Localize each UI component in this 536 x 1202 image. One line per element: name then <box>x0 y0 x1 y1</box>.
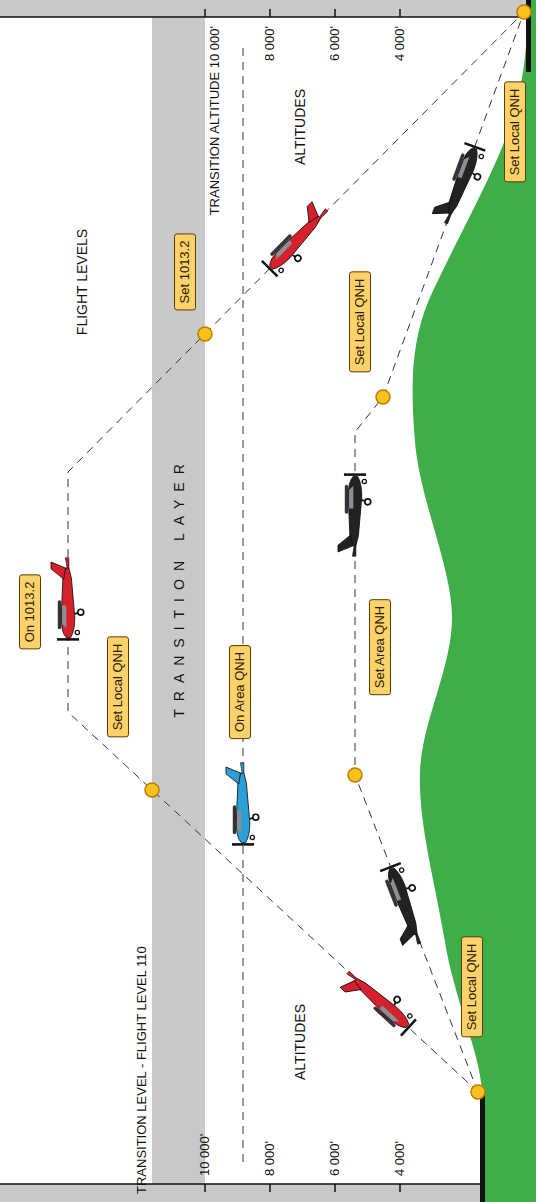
red-plane <box>258 199 339 280</box>
black-plane <box>431 141 490 229</box>
ground-terrain <box>413 0 536 1202</box>
axis-strip <box>0 1184 482 1202</box>
diagram-label: 10 000' <box>197 1134 213 1176</box>
diagram-label: ALTITUDES <box>292 89 308 165</box>
diagram-label: 4 000' <box>392 26 408 61</box>
qnh-callout: Set Local QNH <box>461 937 483 1038</box>
black-plane <box>338 475 371 557</box>
qnh-callout: Set Local QNH <box>349 272 371 373</box>
diagram-label: TRANSITION LAYER <box>171 456 187 718</box>
axis-ticks <box>205 9 400 1192</box>
diagram-label: TRANSITION LEVEL - FLIGHT LEVEL 110 <box>134 946 150 1194</box>
cruise-level-line <box>243 42 244 1162</box>
callout-text: Set Local QNH <box>110 644 126 731</box>
setting-point <box>145 5 531 1099</box>
diagram-label: 8 000' <box>262 26 278 61</box>
transition-layer-band <box>152 0 205 1202</box>
axis-strip <box>0 0 526 17</box>
callout-text: Set 1013.2 <box>177 241 193 304</box>
callout-text: Set Area QNH <box>372 606 388 688</box>
flight-level-route <box>68 12 524 1092</box>
altitude-axis <box>0 16 526 18</box>
callout-text: Set Local QNH <box>464 944 480 1031</box>
diagram-label: 4 000' <box>392 1141 408 1176</box>
diagram-label: TRANSITION ALTITUDE 10 000' <box>207 26 223 215</box>
qnh-callout: Set Area QNH <box>369 599 391 695</box>
diagram-label: 6 000' <box>327 26 343 61</box>
blue-plane <box>226 763 259 845</box>
callout-text: On Area QNH <box>232 652 248 732</box>
qnh-callout: Set Local QNH <box>107 637 129 738</box>
qnh-callout: Set 1013.2 <box>174 234 196 311</box>
qnh-callout: On 1013.2 <box>19 575 41 650</box>
runway <box>480 1092 485 1202</box>
diagram-label: 6 000' <box>327 1141 343 1176</box>
qnh-callout: Set Local QNH <box>504 82 526 183</box>
diagram-label: ALTITUDES <box>292 1004 308 1080</box>
callout-text: Set Local QNH <box>507 89 523 176</box>
red-plane <box>337 960 419 1039</box>
altitude-axis <box>0 1183 482 1185</box>
qnh-callout: On Area QNH <box>229 645 251 739</box>
diagram-label: 8 000' <box>262 1141 278 1176</box>
red-plane <box>51 558 84 640</box>
callout-text: Set Local QNH <box>352 279 368 366</box>
black-plane <box>375 861 435 949</box>
diagram-label: FLIGHT LEVELS <box>74 229 90 335</box>
callout-text: On 1013.2 <box>22 582 38 643</box>
area-qnh-route <box>355 12 524 1092</box>
